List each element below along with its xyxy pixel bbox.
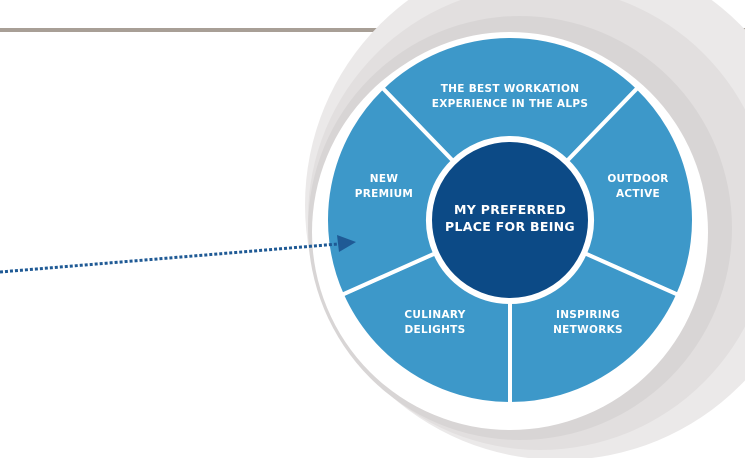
segment-label-workation-1: THE BEST WORKATION [441, 83, 580, 95]
pointer-arrow-line [0, 242, 339, 274]
segment-label-outdoor-1: OUTDOOR [607, 173, 668, 185]
center-label-line-1: MY PREFERRED [454, 202, 566, 217]
center-disc [428, 138, 592, 302]
arrow-right-icon [337, 235, 356, 252]
segment-label-culinary-1: CULINARY [404, 309, 465, 321]
segment-label-premium-1: NEW [370, 173, 399, 185]
segment-label-workation-2: EXPERIENCE IN THE ALPS [432, 98, 588, 110]
segments-group [322, 32, 698, 408]
segment-label-networks-1: INSPIRING [556, 309, 620, 321]
segment-label-networks-2: NETWORKS [553, 324, 623, 336]
segment-label-premium-2: PREMIUM [355, 188, 413, 200]
segment-label-culinary-2: DELIGHTS [404, 324, 465, 336]
segment-label-outdoor-2: ACTIVE [616, 188, 660, 200]
center-label-line-2: PLACE FOR BEING [445, 219, 575, 234]
wheel-outer-ring [322, 32, 698, 408]
top-rule [0, 28, 745, 32]
